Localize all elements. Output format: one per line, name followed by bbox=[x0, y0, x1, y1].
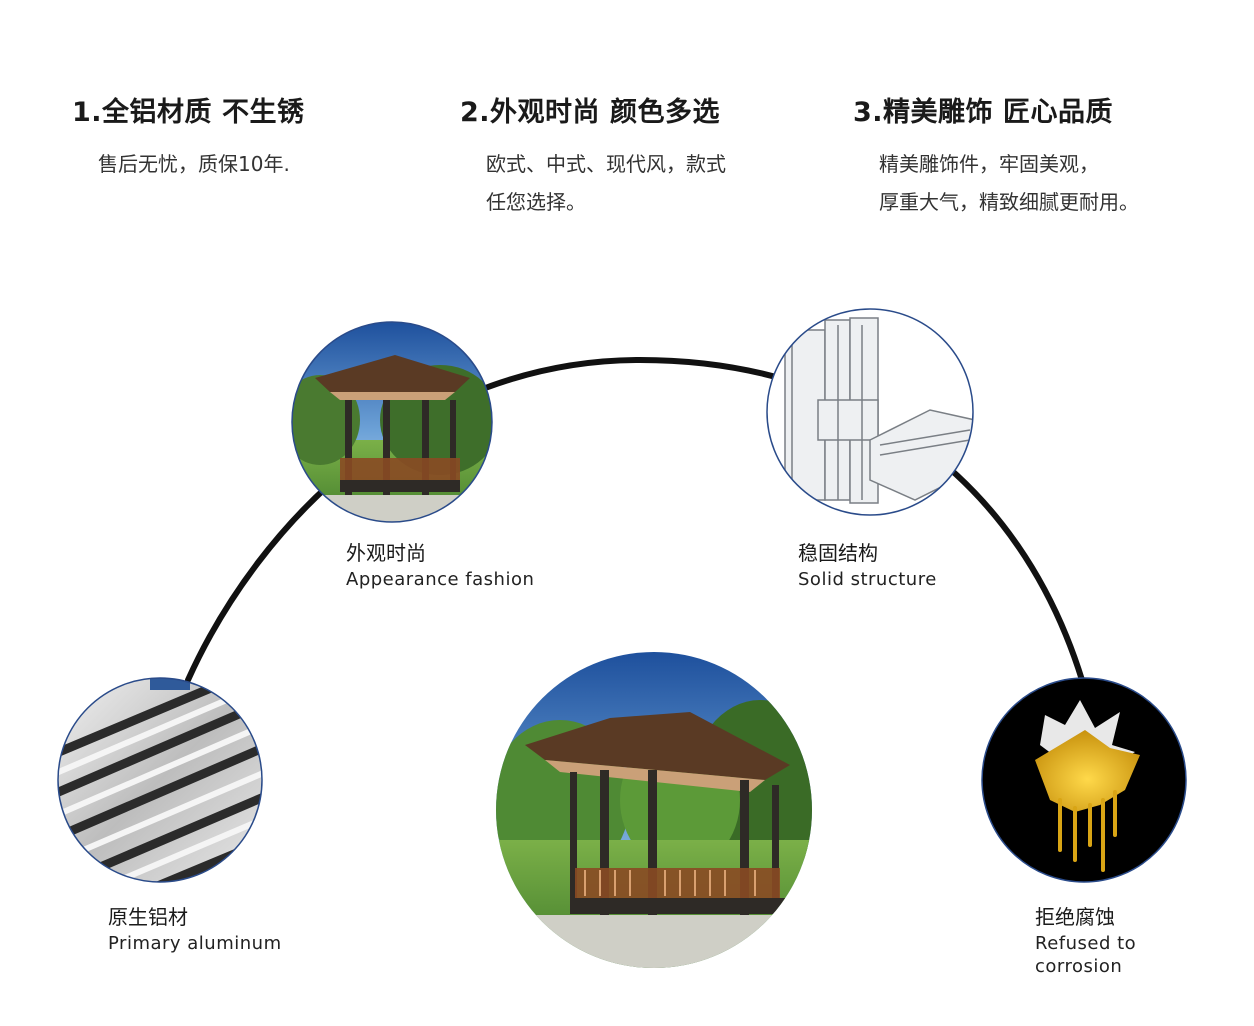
appearance-label-en: Appearance fashion bbox=[346, 569, 535, 590]
solid-structure-image bbox=[767, 309, 973, 515]
feature-desc-line: 厚重大气，精致细腻更耐用。 bbox=[879, 190, 1139, 214]
aluminum-label: 原生铝材 Primary aluminum bbox=[108, 902, 282, 956]
corrosion-label-cn: 拒绝腐蚀 bbox=[1035, 905, 1115, 929]
solid-label: 稳固结构 Solid structure bbox=[798, 538, 937, 592]
appearance-label-cn: 外观时尚 bbox=[346, 541, 426, 565]
corrosion-image bbox=[982, 678, 1186, 882]
feature-desc-line: 欧式、中式、现代风，款式 bbox=[486, 152, 726, 176]
feature-title: 1.全铝材质 不生锈 bbox=[72, 97, 305, 128]
gazebo-main-image bbox=[496, 652, 812, 968]
aluminum-image bbox=[58, 678, 262, 882]
feature-desc-line: 精美雕饰件，牢固美观， bbox=[879, 152, 1099, 176]
solid-label-cn: 稳固结构 bbox=[798, 541, 878, 565]
feature-carving: 3.精美雕饰 匠心品质 精美雕饰件，牢固美观， 厚重大气，精致细腻更耐用。 bbox=[853, 90, 1139, 221]
feature-title: 2.外观时尚 颜色多选 bbox=[460, 97, 720, 128]
aluminum-label-cn: 原生铝材 bbox=[108, 905, 188, 929]
feature-title: 3.精美雕饰 匠心品质 bbox=[853, 97, 1113, 128]
feature-desc-line: 售后无忧，质保10年. bbox=[98, 152, 290, 176]
appearance-label: 外观时尚 Appearance fashion bbox=[346, 538, 534, 592]
solid-label-en: Solid structure bbox=[798, 569, 937, 590]
feature-aluminum: 1.全铝材质 不生锈 售后无忧，质保10年. bbox=[72, 90, 304, 183]
aluminum-label-en: Primary aluminum bbox=[108, 933, 282, 954]
corrosion-label: 拒绝腐蚀 Refused to corrosion bbox=[1035, 902, 1155, 978]
corrosion-label-en: Refused to corrosion bbox=[1035, 933, 1137, 977]
feature-appearance: 2.外观时尚 颜色多选 欧式、中式、现代风，款式 任您选择。 bbox=[460, 90, 726, 221]
feature-desc-line: 任您选择。 bbox=[486, 190, 586, 214]
connector-arc bbox=[185, 356, 1085, 683]
